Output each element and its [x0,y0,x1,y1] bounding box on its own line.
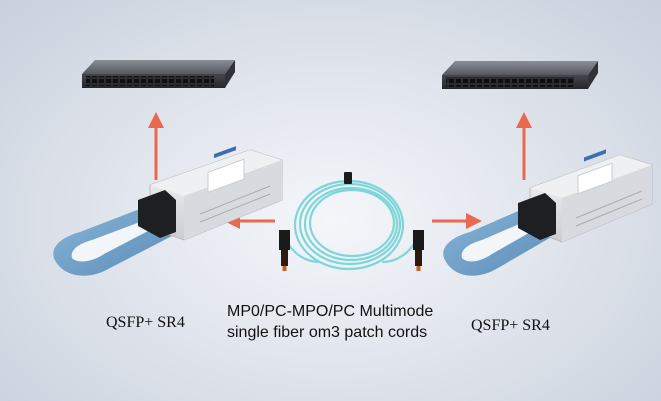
right-qsfp-module-icon [443,149,653,276]
right-up-arrow-icon [516,112,532,180]
mpo-connector-right-icon [413,230,424,271]
fiber-cable-icon [282,174,420,271]
right-module-label: QSFP+ SR4 [471,317,550,334]
cable-caption-line1: MP0/PC-MPO/PC Multimode [227,303,434,320]
left-switch-icon [82,60,235,88]
cable-caption-line2: single fiber om3 patch cords [227,324,428,341]
left-qsfp-module-icon [53,146,283,276]
left-up-arrow-icon [148,112,164,180]
right-switch-icon [442,61,598,89]
cable-clip-icon [344,172,352,184]
right-arrow-icon [432,213,482,229]
left-module-label: QSFP+ SR4 [106,314,185,331]
mpo-connector-left-icon [279,230,290,271]
